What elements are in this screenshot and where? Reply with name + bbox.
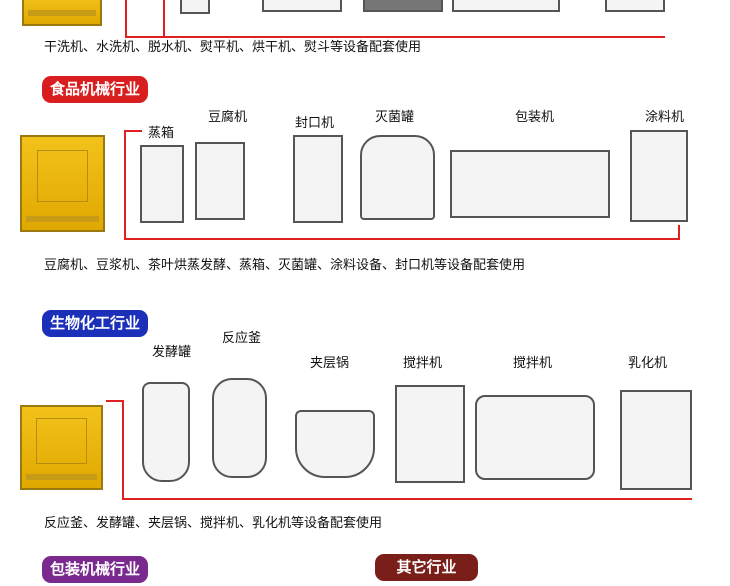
bio-chemical-badge: 生物化工行业 [42, 310, 148, 337]
laundry-caption: 干洗机、水洗机、脱水机、熨平机、烘干机、熨斗等设备配套使用 [44, 40, 422, 55]
pipe [124, 130, 126, 240]
mixer-machine [395, 385, 465, 483]
machine-label: 发酵罐 [152, 345, 192, 360]
machine-label: 包装机 [515, 110, 555, 125]
sterilization-tank [360, 135, 435, 220]
bio-caption: 反应釜、发酵罐、夹层锅、搅拌机、乳化机等设备配套使用 [44, 516, 383, 531]
pipe [125, 36, 665, 38]
pipe [122, 400, 124, 500]
pipe [163, 0, 165, 38]
machine-label: 涂料机 [645, 110, 685, 125]
jacketed-kettle [295, 410, 375, 478]
steam-generator [22, 0, 102, 26]
ironer-machine [363, 0, 443, 12]
machine-label: 豆腐机 [208, 110, 248, 125]
dryer-machine [262, 0, 342, 12]
packaging-industry-badge: 包装机械行业 [42, 556, 148, 583]
machine-label: 搅拌机 [403, 356, 443, 371]
pipe [124, 238, 680, 240]
other-industry-badge: 其它行业 [375, 554, 478, 581]
food-industry-badge: 食品机械行业 [42, 76, 148, 103]
packaging-machine [450, 150, 610, 218]
machine-label: 封口机 [295, 116, 335, 131]
machine-label: 反应釜 [222, 331, 262, 346]
machine-label: 夹层锅 [310, 356, 350, 371]
fermentation-tank [142, 382, 190, 482]
reactor-kettle [212, 378, 267, 478]
steam-generator [20, 135, 105, 232]
steamer-cabinet [140, 145, 184, 223]
machine-label: 搅拌机 [513, 356, 553, 371]
steam-generator [20, 405, 103, 490]
pipe [106, 400, 124, 402]
iron-machine [605, 0, 665, 12]
emulsifier-machine [620, 390, 692, 490]
coating-machine [630, 130, 688, 222]
machine-label: 乳化机 [628, 356, 668, 371]
pipe [678, 225, 680, 240]
pipe [124, 130, 142, 132]
pipe [125, 0, 127, 38]
washer-machine [180, 0, 210, 14]
pipe [122, 498, 692, 500]
sealing-machine [293, 135, 343, 223]
machine-label: 蒸箱 [148, 126, 175, 141]
tofu-machine [195, 142, 245, 220]
machine-label: 灭菌罐 [375, 110, 415, 125]
food-caption: 豆腐机、豆浆机、茶叶烘蒸发酵、蒸箱、灭菌罐、涂料设备、封口机等设备配套使用 [44, 258, 526, 273]
mixer-machine [475, 395, 595, 480]
flatwork-machine [452, 0, 560, 12]
